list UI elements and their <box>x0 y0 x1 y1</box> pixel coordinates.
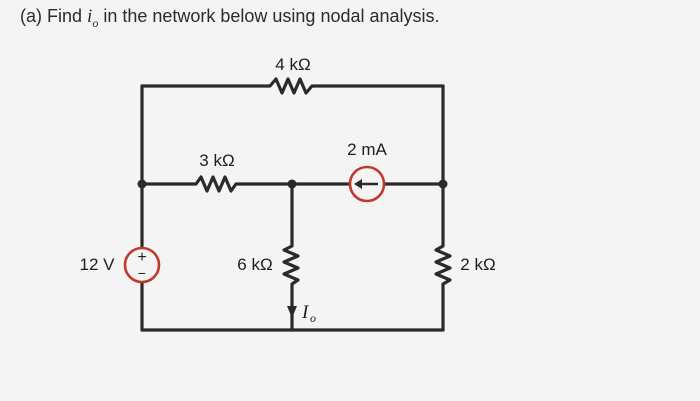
question-text: (a) Find io in the network below using n… <box>20 6 440 31</box>
label-io-sub: o <box>310 311 316 325</box>
node-left <box>137 179 147 189</box>
label-2k: 2 kΩ <box>460 255 495 274</box>
wires <box>140 77 452 332</box>
question-suffix: in the network below using nodal analysi… <box>98 6 440 26</box>
current-source <box>348 165 386 203</box>
label-4k: 4 kΩ <box>275 55 310 74</box>
resistor-6k <box>282 182 300 332</box>
question-variable: io <box>87 6 99 30</box>
node-middle <box>287 179 297 189</box>
label-2ma: 2 mA <box>347 140 387 159</box>
node-right <box>438 179 448 189</box>
source-minus-sign: − <box>138 265 146 281</box>
label-12v: 12 V <box>80 255 116 274</box>
resistor-3k <box>140 175 445 193</box>
nodes <box>137 179 448 189</box>
resistor-4k <box>140 77 445 95</box>
resistor-2k <box>434 84 452 332</box>
source-plus-sign: + <box>137 249 146 266</box>
current-arrow <box>287 306 297 318</box>
label-6k: 6 kΩ <box>237 255 272 274</box>
question-prefix: (a) Find <box>20 6 88 26</box>
label-3k: 3 kΩ <box>199 151 234 170</box>
label-io-main: I <box>301 302 310 323</box>
voltage-source: + − <box>123 246 161 284</box>
